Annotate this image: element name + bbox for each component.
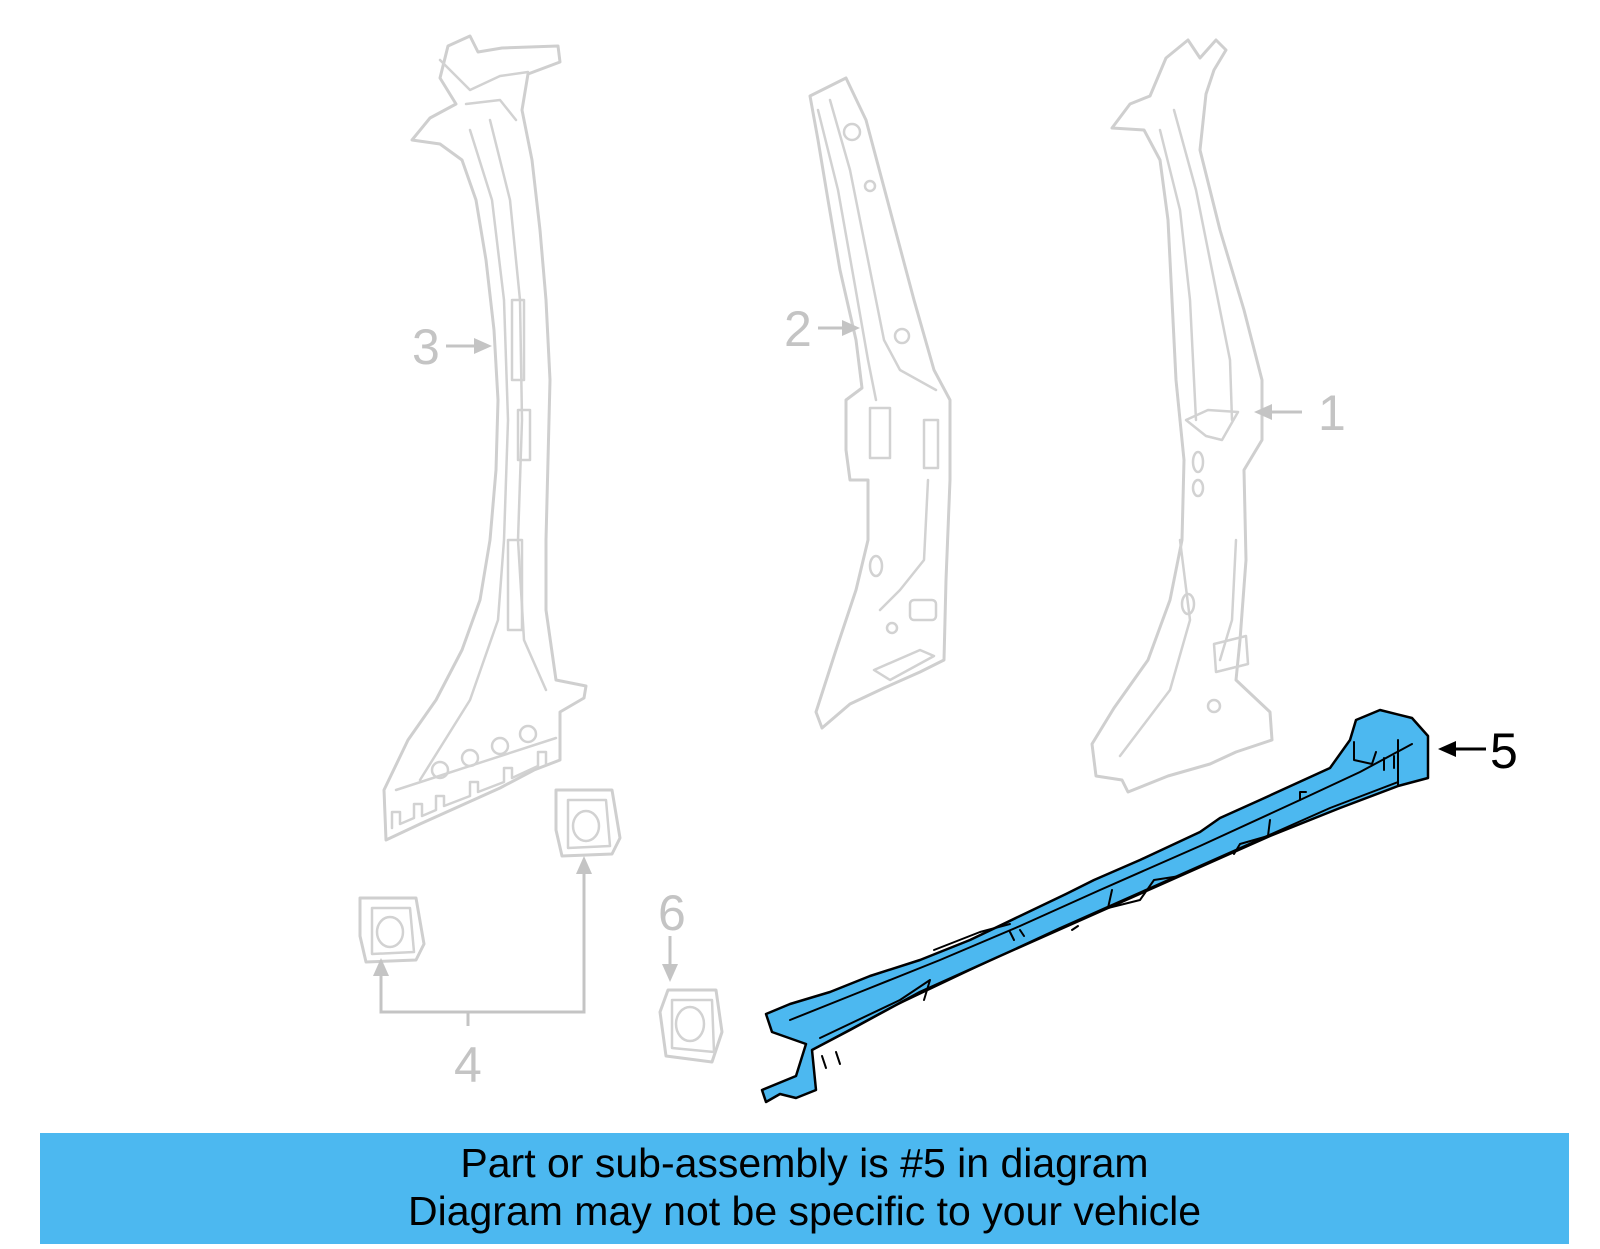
callout-6: 6	[658, 885, 686, 941]
callout-2: 2	[784, 301, 812, 357]
callout-3: 3	[412, 319, 440, 375]
part-4-plugs[interactable]	[358, 788, 622, 964]
callout-5: 5	[1490, 723, 1518, 779]
callout-1: 1	[1318, 385, 1346, 441]
part-3-pillar[interactable]	[382, 34, 588, 842]
callout-4: 4	[454, 1037, 482, 1093]
part-6-plug[interactable]	[658, 988, 724, 1064]
part-2-pillar[interactable]	[808, 76, 952, 730]
banner-line-2: Diagram may not be specific to your vehi…	[407, 1188, 1201, 1234]
part-5-rocker-panel[interactable]	[760, 708, 1430, 1104]
parts-diagram: 1 2 3 4 5 6	[358, 34, 1518, 1104]
info-banner: Part or sub-assembly is #5 in diagram Di…	[40, 1133, 1569, 1244]
banner-line-1: Part or sub-assembly is #5 in diagram	[460, 1140, 1149, 1186]
leader-lines	[373, 320, 1486, 1026]
rocker-panel-body	[760, 708, 1430, 1104]
part-1-pillar[interactable]	[1090, 38, 1274, 794]
